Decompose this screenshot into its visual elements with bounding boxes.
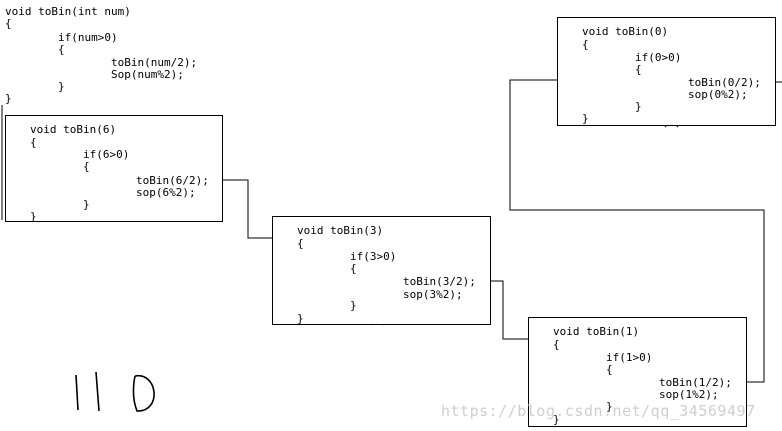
code-line: toBin(6/2); bbox=[136, 174, 209, 187]
code-line: } bbox=[58, 80, 65, 93]
call-frame-6: void toBin(6) { if(6>0) { toBin(6/2); so… bbox=[5, 115, 223, 223]
code-line: { bbox=[350, 262, 357, 275]
code-line: { bbox=[606, 363, 613, 376]
code-line: toBin(0/2); bbox=[688, 76, 761, 89]
code-line: if(6>0) bbox=[83, 148, 130, 161]
call-frame-1: void toBin(1) { if(1>0) { toBin(1/2); so… bbox=[528, 317, 747, 427]
code-line: sop(3%2); bbox=[403, 288, 463, 301]
code-line: { bbox=[83, 160, 90, 173]
code-line: { bbox=[553, 338, 560, 351]
code-line: } bbox=[553, 413, 560, 426]
code-line: void toBin(0) bbox=[582, 25, 669, 38]
code-line: } bbox=[635, 100, 642, 113]
annotation-text: 110 bbox=[0, 0, 2, 1]
code-line: sop(6%2); bbox=[136, 186, 196, 199]
code-line: void toBin(int num) bbox=[5, 5, 131, 18]
code-line: if(1>0) bbox=[606, 351, 653, 364]
code-line: sop(0%2); bbox=[688, 88, 748, 101]
code-line: if(num>0) bbox=[58, 31, 118, 44]
code-line: { bbox=[58, 43, 65, 56]
code-line: toBin(num/2); bbox=[111, 56, 198, 69]
code-line: toBin(3/2); bbox=[403, 275, 476, 288]
code-line: { bbox=[582, 38, 589, 51]
code-line: { bbox=[297, 237, 304, 250]
code-line: sop(1%2); bbox=[659, 388, 719, 401]
code-line: toBin(1/2); bbox=[659, 376, 732, 389]
code-line: void toBin(3) bbox=[297, 224, 384, 237]
watermark-url: https://blog.csdn.net/qq_34569497 bbox=[441, 402, 756, 420]
code-line: if(0>0) bbox=[635, 51, 682, 64]
code-line: } bbox=[297, 312, 304, 325]
code-line: } bbox=[5, 92, 12, 105]
call-frame-3: void toBin(3) { if(3>0) { toBin(3/2); so… bbox=[272, 216, 491, 325]
code-line: void toBin(6) bbox=[30, 123, 117, 136]
code-line: } bbox=[83, 198, 90, 211]
code-line: void toBin(1) bbox=[553, 325, 640, 338]
code-line: if(3>0) bbox=[350, 250, 397, 263]
code-line: } bbox=[606, 400, 613, 413]
code-line: } bbox=[582, 112, 589, 125]
function-definition: void toBin(int num) { if(num>0) { toBin(… bbox=[5, 5, 197, 105]
handwritten-result bbox=[75, 371, 155, 412]
code-line: { bbox=[635, 63, 642, 76]
code-line: } bbox=[350, 299, 357, 312]
code-line: Sop(num%2); bbox=[111, 68, 184, 81]
code-line: { bbox=[30, 136, 37, 149]
call-frame-0: void toBin(0) { if(0>0) { toBin(0/2); so… bbox=[557, 17, 776, 126]
code-line: } bbox=[30, 210, 37, 223]
code-line: { bbox=[5, 17, 12, 30]
